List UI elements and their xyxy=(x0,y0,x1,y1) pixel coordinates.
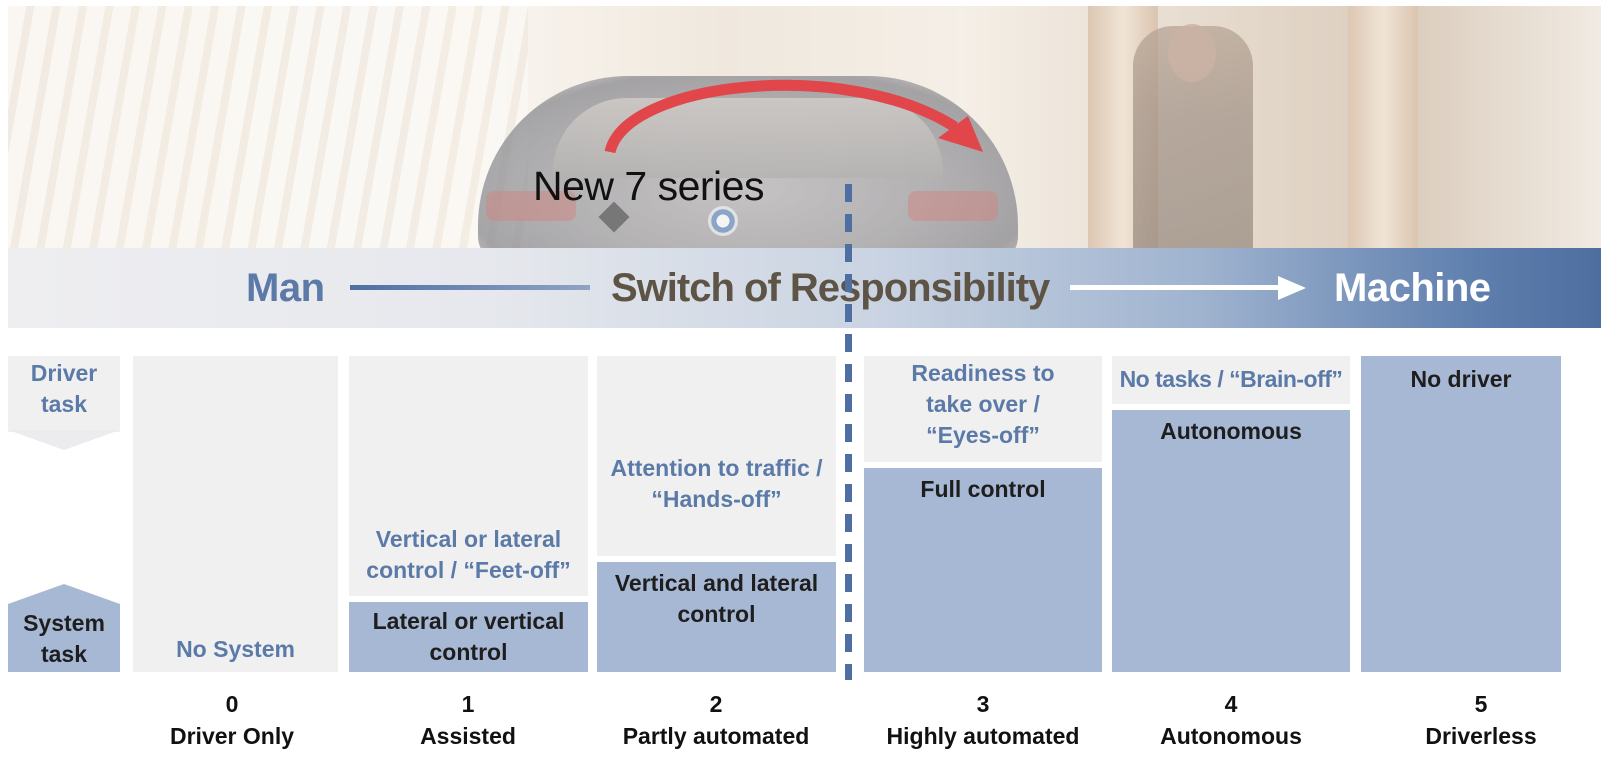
curved-arrow-icon xyxy=(604,79,983,154)
responsibility-band xyxy=(8,248,1601,328)
system-area xyxy=(1112,410,1350,672)
system-area xyxy=(1361,356,1561,672)
level-name: Driverless xyxy=(1425,723,1537,749)
level-name: Driver Only xyxy=(170,723,294,749)
arrow-up-icon xyxy=(8,584,120,604)
system-label: No System xyxy=(176,636,295,662)
band-label-switch: Switch of Responsibility xyxy=(611,266,1050,310)
system-label: Autonomous xyxy=(1160,418,1302,444)
level-0-caption: 0 Driver Only xyxy=(112,688,352,752)
driver-label: Attention to traffic / “Hands-off” xyxy=(610,455,823,512)
level-number: 4 xyxy=(1224,691,1238,717)
level-number: 3 xyxy=(976,691,990,717)
band-label-machine: Machine xyxy=(1334,266,1491,310)
system-label: Lateral or vertical control xyxy=(372,608,565,665)
system-task-label: System task xyxy=(23,610,105,667)
band-line-left xyxy=(350,285,590,290)
driver-task-box xyxy=(8,356,120,432)
level-5-panel: No driver xyxy=(1361,356,1561,672)
level-number: 0 xyxy=(225,691,239,717)
level-2-caption: 2 Partly automated xyxy=(596,688,836,752)
system-area xyxy=(597,562,836,672)
curved-arrow-head xyxy=(938,116,983,152)
arrow-right-icon xyxy=(1278,276,1306,300)
photo-taillight xyxy=(486,191,576,221)
driver-area xyxy=(864,356,1102,462)
level-name: Partly automated xyxy=(622,723,810,749)
level-name: Assisted xyxy=(420,723,516,749)
level-name: Autonomous xyxy=(1160,723,1302,749)
system-label: Full control xyxy=(920,476,1046,502)
divider-dashed-line xyxy=(845,184,852,680)
level-name: Highly automated xyxy=(886,723,1080,749)
driver-area xyxy=(349,356,588,596)
level-4-panel: No tasks / “Brain-off” Autonomous xyxy=(1112,356,1350,672)
car-photo xyxy=(8,6,1601,250)
driver-area xyxy=(133,356,338,672)
system-area xyxy=(349,602,588,672)
level-0-panel: No System xyxy=(133,356,338,672)
driver-area xyxy=(1112,356,1350,404)
driver-label: Readiness to take over / “Eyes-off” xyxy=(911,360,1055,448)
level-2-panel: Attention to traffic / “Hands-off” Verti… xyxy=(597,356,836,672)
level-1-panel: Vertical or lateral control / “Feet-off”… xyxy=(349,356,588,672)
system-label: No driver xyxy=(1410,366,1512,392)
level-3-panel: Readiness to take over / “Eyes-off” Full… xyxy=(864,356,1102,672)
driver-label: No tasks / “Brain-off” xyxy=(1119,366,1343,392)
system-label: Vertical and lateral control xyxy=(614,570,819,627)
photo-wash xyxy=(8,6,1601,250)
band-line-right xyxy=(1070,285,1282,290)
level-5-caption: 5 Driverless xyxy=(1361,688,1601,752)
level-4-caption: 4 Autonomous xyxy=(1111,688,1351,752)
level-number: 1 xyxy=(461,691,475,717)
level-number: 2 xyxy=(709,691,723,717)
photo-person-head xyxy=(1168,24,1216,82)
arrow-down-icon xyxy=(8,430,120,450)
system-area xyxy=(864,468,1102,672)
photo-badge xyxy=(708,206,738,236)
photo-pillar xyxy=(1348,6,1418,250)
level-3-caption: 3 Highly automated xyxy=(863,688,1103,752)
photo-caption: New 7 series xyxy=(533,163,764,209)
system-task-box xyxy=(8,604,120,672)
level-1-caption: 1 Assisted xyxy=(348,688,588,752)
curved-arrow-path xyxy=(604,79,958,154)
driver-label: Vertical or lateral control / “Feet-off” xyxy=(366,526,571,583)
driver-area xyxy=(597,356,836,556)
photo-wall xyxy=(8,6,528,250)
driver-task-label: Driver task xyxy=(30,360,98,417)
band-label-man: Man xyxy=(246,266,325,310)
level-number: 5 xyxy=(1474,691,1488,717)
photo-taillight xyxy=(908,191,998,221)
